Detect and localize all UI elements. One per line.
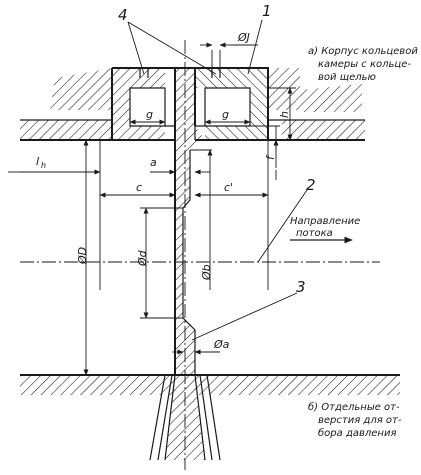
callout-3: 3 xyxy=(296,278,306,296)
callout-4: 4 xyxy=(118,6,128,24)
dim-lh-label: l xyxy=(36,155,39,168)
dim-g-left-label: g xyxy=(146,108,153,121)
note-a-line-3: вой щелью xyxy=(318,72,376,83)
callout-2: 2 xyxy=(306,176,316,194)
dim-g-right-label: g xyxy=(222,108,229,121)
dim-D-label: ØD xyxy=(76,247,89,265)
flow-direction-line-1: Направление xyxy=(290,216,360,227)
annular-chamber-housing xyxy=(20,67,365,141)
dimension-lines xyxy=(8,42,353,376)
flow-direction-line-2: потока xyxy=(296,228,333,239)
note-b-line-3: бора давления xyxy=(318,427,396,439)
dim-b-label: Øb xyxy=(200,264,213,281)
note-a-line-2: камеры с кольце- xyxy=(318,59,411,70)
leader-lines xyxy=(127,19,308,341)
central-plate xyxy=(174,68,205,375)
dim-f-label: f xyxy=(264,154,277,160)
dim-h-label: h xyxy=(278,111,291,118)
note-b-line-2: верстия для от- xyxy=(318,415,402,426)
note-b-line-1: б) Отдельные от- xyxy=(308,401,400,413)
dim-j-label: ØJ xyxy=(237,31,250,44)
dim-c-prime-label: c' xyxy=(224,181,233,194)
dim-lh-subscript: h xyxy=(41,161,46,170)
dim-a-label: a xyxy=(150,156,157,169)
dim-d-label: Ød xyxy=(136,249,149,267)
dim-c-label: c xyxy=(136,181,142,194)
note-a-line-1: а) Корпус кольцевой xyxy=(308,46,418,57)
dim-a-dia-label: Øa xyxy=(213,338,230,351)
callout-1: 1 xyxy=(262,2,272,20)
